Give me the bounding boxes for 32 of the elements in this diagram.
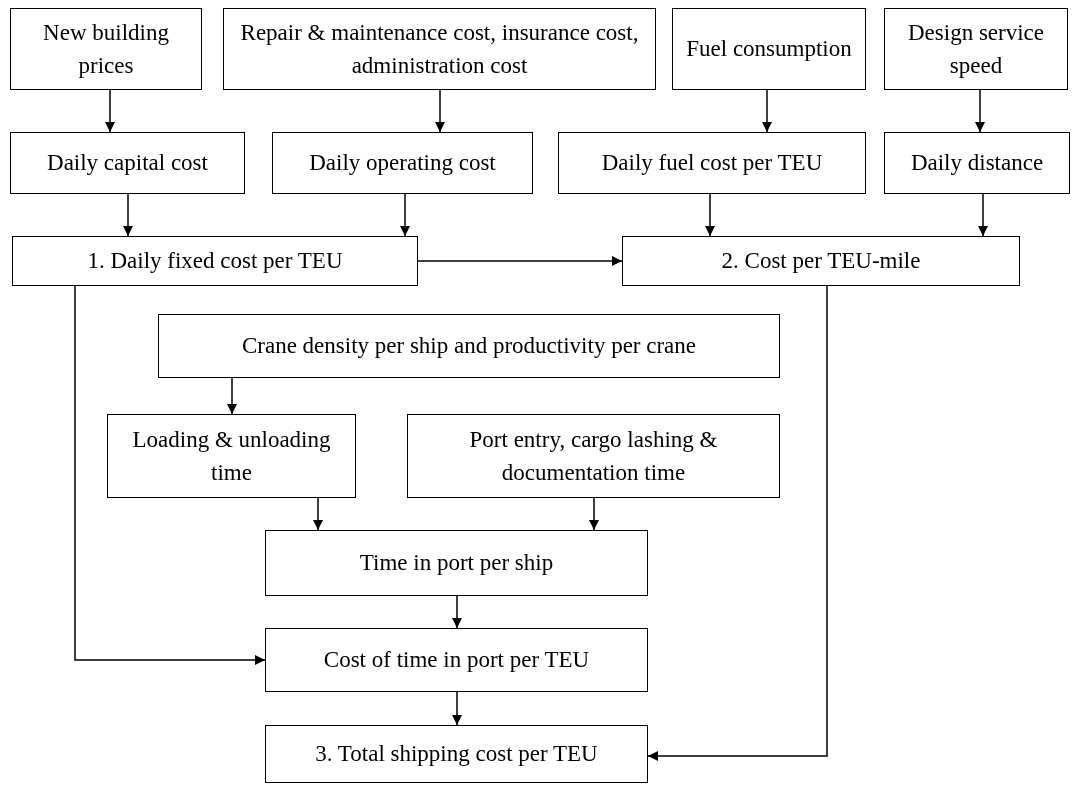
arrow <box>978 193 988 237</box>
process-box: 3. Total shipping cost per TEU <box>265 725 648 783</box>
arrow <box>975 89 985 133</box>
process-box: Crane density per ship and productivity per crane <box>158 314 780 378</box>
arrow <box>705 193 715 237</box>
process-box: Daily fuel cost per TEU <box>558 132 866 194</box>
arrow <box>227 377 237 415</box>
arrow <box>762 89 772 133</box>
process-box: Time in port per ship <box>265 530 648 596</box>
process-box: Daily capital cost <box>10 132 245 194</box>
process-box: New building prices <box>10 8 202 90</box>
arrow <box>313 497 323 531</box>
process-box: Loading & unloading time <box>107 414 356 498</box>
arrow <box>400 193 410 237</box>
process-box: Fuel consumption <box>672 8 866 90</box>
process-box: Daily operating cost <box>272 132 533 194</box>
arrow <box>647 285 828 761</box>
arrow <box>123 193 133 237</box>
process-box: Design service speed <box>884 8 1068 90</box>
process-box: Cost of time in port per TEU <box>265 628 648 692</box>
arrow <box>417 256 623 266</box>
arrow <box>435 89 445 133</box>
process-box: 2. Cost per TEU-mile <box>622 236 1020 286</box>
process-box: Repair & maintenance cost, insurance cost, administration cost <box>223 8 656 90</box>
arrow <box>589 497 599 531</box>
arrow <box>452 595 462 629</box>
arrow <box>105 89 115 133</box>
process-box: Port entry, cargo lashing & documentation time <box>407 414 780 498</box>
process-box: Daily distance <box>884 132 1070 194</box>
process-box: 1. Daily fixed cost per TEU <box>12 236 418 286</box>
arrow <box>74 285 266 665</box>
arrow <box>452 691 462 726</box>
